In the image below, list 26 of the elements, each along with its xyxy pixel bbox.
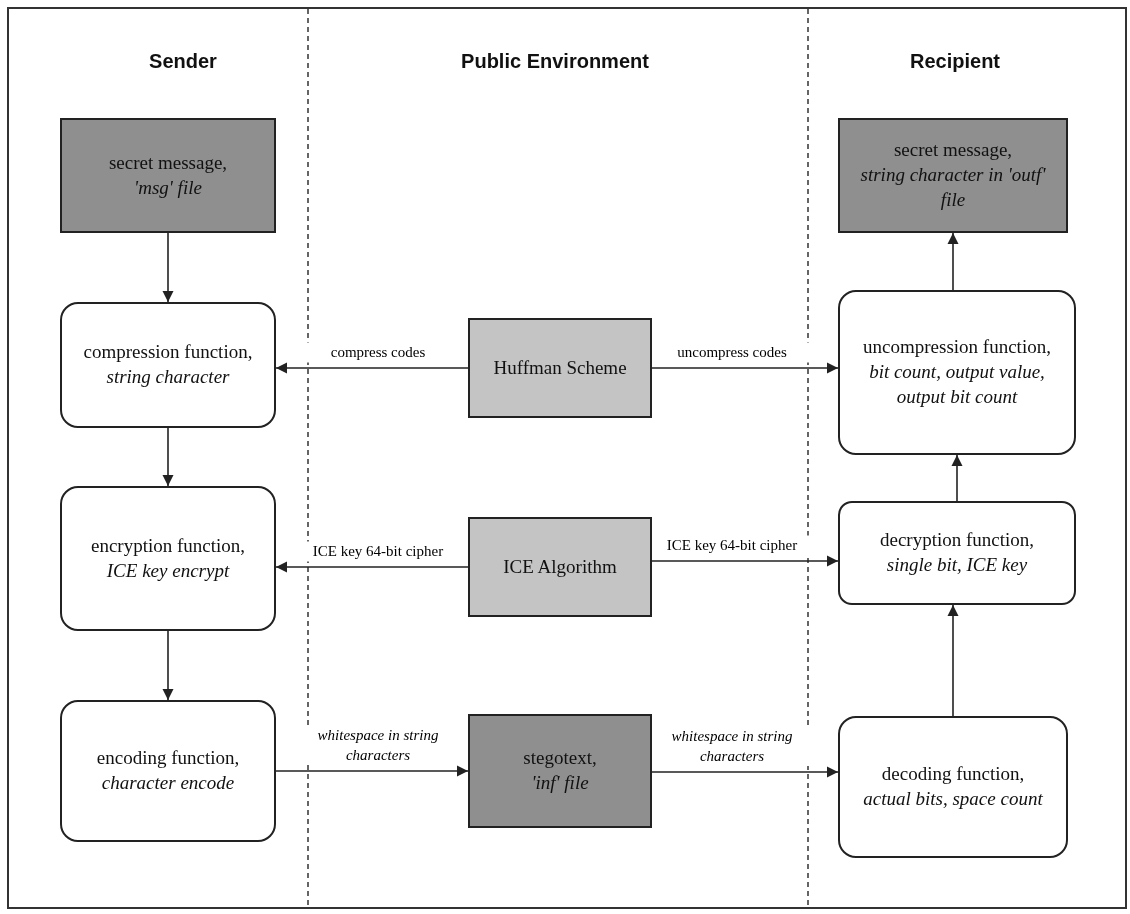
arrow xyxy=(275,765,469,777)
column-heading: Recipient xyxy=(910,50,1000,73)
data-box: secret message, 'msg' file xyxy=(60,118,276,233)
data-box: Huffman Scheme xyxy=(468,318,652,418)
data-box: ICE Algorithm xyxy=(468,517,652,617)
process-box: encoding function, character encode xyxy=(60,700,276,842)
process-box: compression function, string character xyxy=(60,302,276,428)
arrow xyxy=(275,561,469,573)
process-box: decryption function, single bit, ICE key xyxy=(838,501,1076,605)
process-box: decoding function, actual bits, space count xyxy=(838,716,1068,858)
arrow xyxy=(947,604,959,717)
arrow xyxy=(651,766,839,778)
data-box: stegotext, 'inf' file xyxy=(468,714,652,828)
arrow xyxy=(162,232,174,303)
arrow xyxy=(162,630,174,701)
arrow xyxy=(947,232,959,291)
arrow xyxy=(951,454,963,502)
arrow xyxy=(651,362,839,374)
arrow xyxy=(275,362,469,374)
column-heading: Public Environment xyxy=(461,50,649,73)
process-box: uncompression function, bit count, output value, output bit count xyxy=(838,290,1076,455)
column-heading: Sender xyxy=(149,50,217,73)
arrow xyxy=(162,427,174,487)
process-box: encryption function, ICE key encrypt xyxy=(60,486,276,631)
data-box: secret message, string character in 'outf' file xyxy=(838,118,1068,233)
arrow xyxy=(651,555,839,567)
